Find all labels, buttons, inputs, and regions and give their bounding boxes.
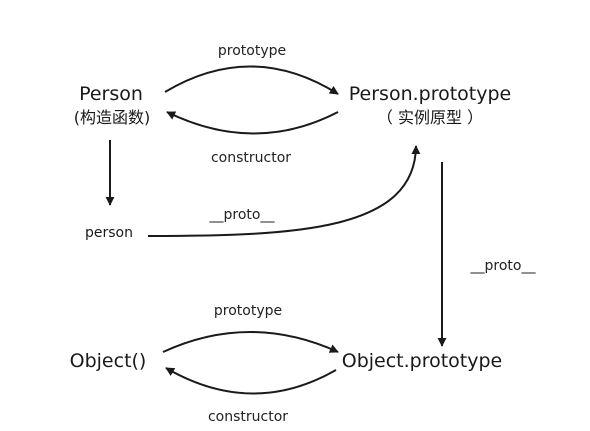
edge-label-instance-proto: __proto__ <box>209 207 275 223</box>
object-prototype-title: Object.prototype <box>341 350 503 372</box>
edge-label-prototype-proto: __proto__ <box>470 258 536 274</box>
person-prototype-subtitle: （ 实例原型 ） <box>376 108 484 127</box>
person-prototype-title: Person.prototype <box>348 83 512 105</box>
edge-label-constructor: constructor <box>210 150 292 166</box>
edge-label-object-constructor: constructor <box>207 409 289 425</box>
object-constructor-title: Object() <box>69 350 147 372</box>
person-instance-label: person <box>85 225 133 241</box>
edge-instance-proto-arrow <box>147 145 421 237</box>
person-constructor-subtitle: (构造函数) <box>73 108 151 127</box>
edge-object-prototype-arrow <box>162 331 339 353</box>
edge-constructor-arrow <box>166 111 339 135</box>
person-constructor-title: Person <box>79 83 143 105</box>
edge-object-constructor-arrow <box>165 367 337 395</box>
edge-label-person-prototype: prototype <box>217 43 287 59</box>
edge-person-prototype-arrow <box>164 65 339 95</box>
edge-label-object-prototype: prototype <box>213 303 283 319</box>
